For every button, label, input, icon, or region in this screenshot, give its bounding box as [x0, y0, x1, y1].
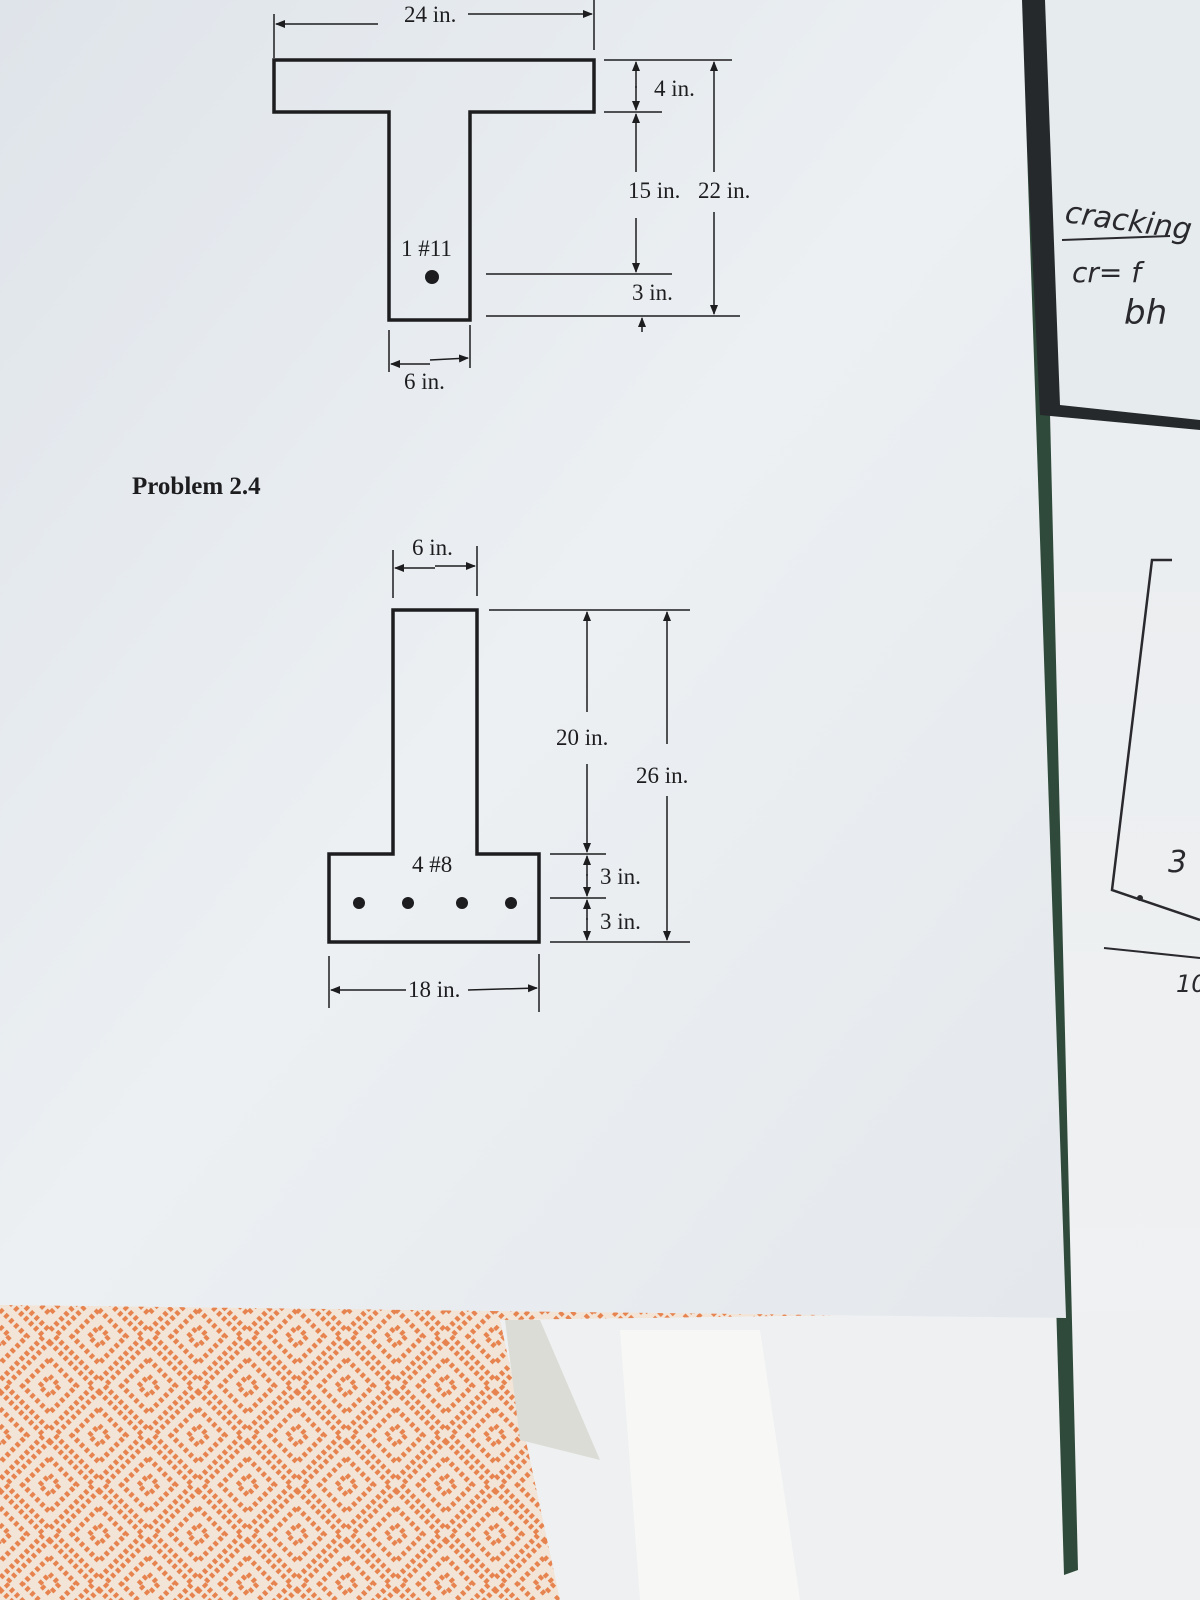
paper-stack-edge: [620, 1330, 800, 1600]
beam-b-height-label: 26 in.: [636, 763, 688, 788]
note-underline: [1061, 235, 1171, 241]
beam-b-steel-offset-label: 3 in.: [600, 864, 641, 889]
note-dim-3: 3: [1168, 845, 1187, 880]
note-sketch: [1110, 558, 1200, 922]
beam-b-flange-width-label: 18 in.: [408, 977, 460, 1002]
paper-stack: [500, 1310, 1200, 1600]
beam-a-depth-label: 15 in.: [628, 178, 680, 203]
beam-a-rebar-label: 1 #11: [401, 236, 452, 261]
textbook-page: [0, 0, 1066, 1318]
beam-a-outline: [272, 58, 596, 322]
beam-a-web-width-label: 6 in.: [404, 369, 445, 394]
note-dim-line: [1103, 947, 1200, 959]
beam-b-cover-label: 3 in.: [600, 909, 641, 934]
beam-a-flange-width-label: 24 in.: [404, 2, 456, 27]
beam-b-rebar-label: 4 #8: [412, 852, 452, 877]
note-dim-10: 10: [1176, 970, 1200, 998]
note-formula: cr= f: [1072, 256, 1145, 289]
beam-a-height-label: 22 in.: [698, 178, 750, 203]
beam-a-web-dim-arrow-right: [429, 354, 469, 363]
notes-top-paper: [1045, 0, 1200, 420]
beam-b-diagram: [327, 546, 690, 1012]
beam-b-upper-depth-label: 20 in.: [556, 725, 608, 750]
paper-stack-shadow: [505, 1320, 600, 1460]
beam-a-rebar: [425, 270, 439, 284]
note-bh: bh: [1124, 293, 1167, 333]
problem-label: Problem 2.4: [132, 473, 261, 500]
beam-b-web-width-label: 6 in.: [412, 535, 453, 560]
beam-a-cover-label: 3 in.: [632, 280, 673, 305]
beam-b-flange-dim-right: [467, 984, 538, 993]
beam-a-flange-depth-label: 4 in.: [654, 76, 695, 101]
beam-b-rebar-4: [505, 897, 517, 909]
beam-a-diagram: [272, 0, 740, 372]
note-sketch-dot: [1137, 895, 1143, 901]
beam-b-rebar-3: [456, 897, 468, 909]
beam-b-rebar-1: [353, 897, 365, 909]
beam-b-outline: [327, 608, 541, 944]
beam-b-rebar-2: [402, 897, 414, 909]
